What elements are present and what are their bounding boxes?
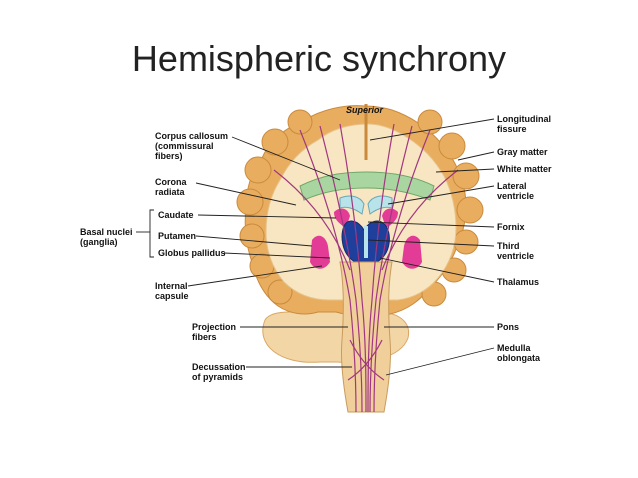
label-projection-fibers: Projection fibers [192,322,237,342]
third-ventricle [364,226,368,258]
label-white-matter: White matter [497,164,552,174]
slide-title: Hemispheric synchrony [131,38,507,79]
label-third-ventricle: Third ventricle [497,241,535,261]
label-corona-radiata: Corona radiata [155,177,187,197]
label-corpus-callosum: Corpus callosum (commissural fibers) [155,131,229,161]
label-decussation-of-pyramids: Decussation of pyramids [192,362,246,382]
label-longitudinal-fissure: Longitudinal fissure [497,114,551,134]
putamen [310,235,422,269]
label-medulla-oblongata: Medulla oblongata [497,343,540,363]
label-basal-nuclei: Basal nuclei (ganglia) [80,227,133,247]
label-fornix: Fornix [497,222,525,232]
label-internal-capsule: Internal capsule [155,281,189,301]
label-putamen: Putamen [158,231,197,241]
label-globus-pallidus: Globus pallidus [158,248,226,258]
label-pons: Pons [497,322,520,332]
leader-lines [136,118,495,376]
projection-fibers [273,123,459,413]
brainstem [339,261,393,413]
label-thalamus: Thalamus [497,277,540,287]
label-caudate: Caudate [158,210,194,220]
label-gray-matter: Gray matter [497,147,548,157]
label-superior: Superior [346,105,384,115]
label-lateral-ventricle: Lateral ventricle [497,181,535,201]
